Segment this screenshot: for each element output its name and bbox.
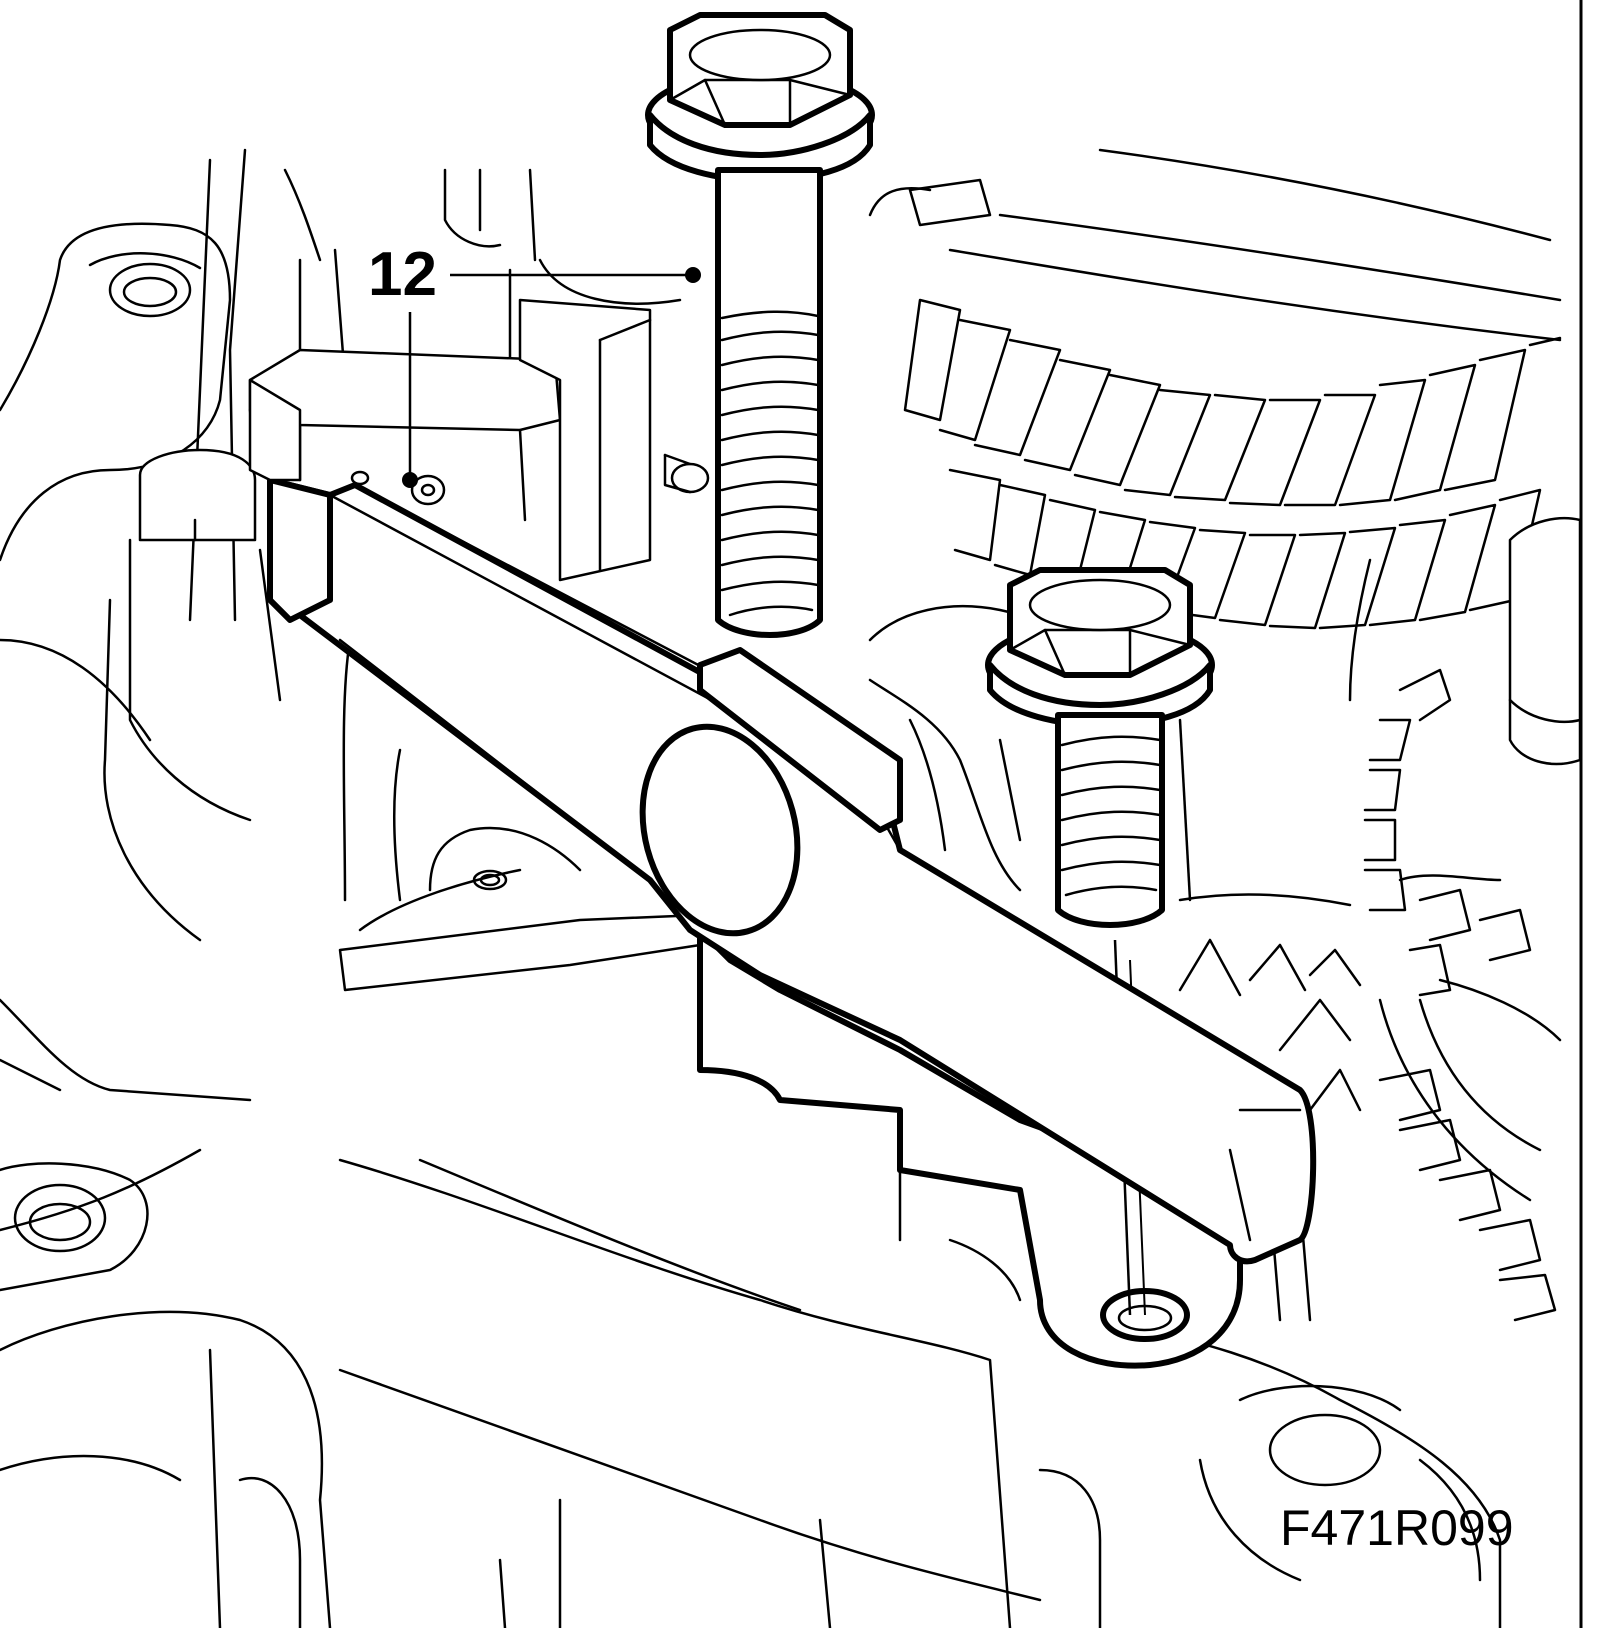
callout-label: 12 xyxy=(368,240,437,309)
shift-shaft-assembly xyxy=(103,148,710,992)
short-bolt-threads xyxy=(1060,735,1162,897)
transmission-housing xyxy=(0,222,1502,1628)
callout-leader-dot xyxy=(402,472,418,488)
figure-id: F471R099 xyxy=(1280,1500,1514,1556)
gear-cluster xyxy=(868,148,1582,1322)
bolt-threads xyxy=(720,310,820,617)
helical-gear-teeth-upper xyxy=(903,298,1562,507)
callout-leader-dot xyxy=(685,267,701,283)
mounting-bracket xyxy=(697,927,1243,1369)
short-bolt xyxy=(985,567,1215,928)
long-bolt xyxy=(645,12,875,638)
gear-teeth-lower-middle xyxy=(1178,893,1362,1322)
callout-12: 12 xyxy=(368,240,701,488)
spur-gear-right xyxy=(1363,668,1562,1322)
special-tool-arm xyxy=(248,378,1317,1265)
